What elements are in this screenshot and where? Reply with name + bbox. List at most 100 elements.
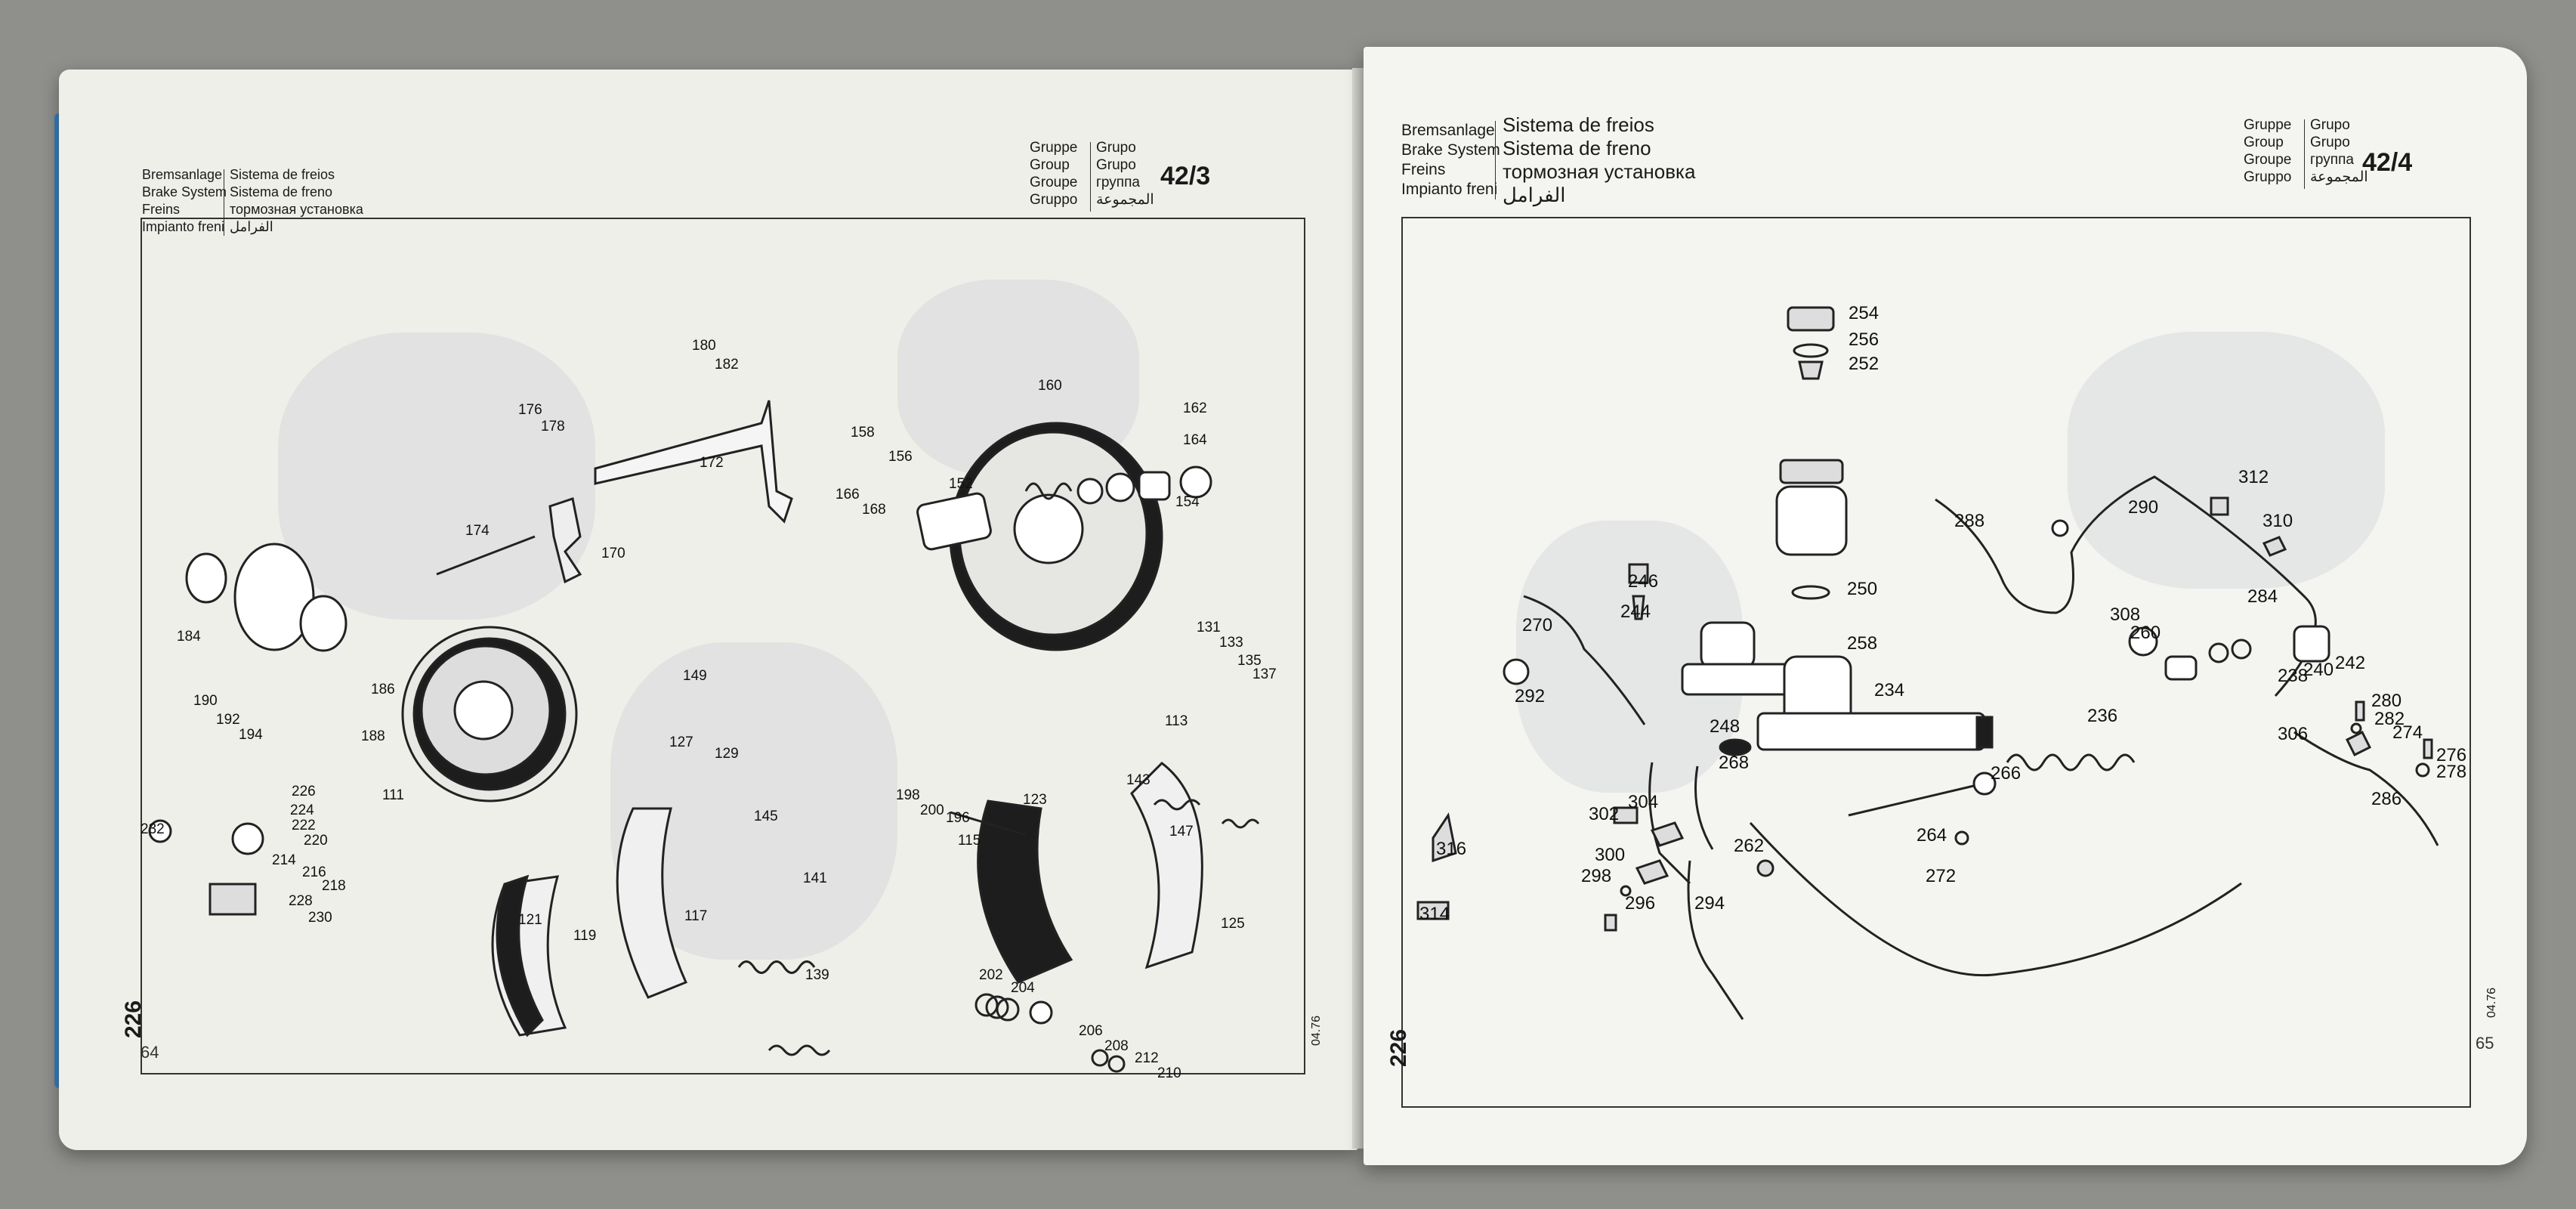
part-number-label: 137 — [1252, 666, 1277, 682]
part-number-label: 129 — [715, 746, 739, 762]
part-number-label: 196 — [946, 810, 970, 826]
part-number-label: 248 — [1710, 716, 1740, 737]
part-number-label: 188 — [361, 728, 385, 744]
part-number-label: 278 — [2436, 762, 2466, 782]
part-number-label: 266 — [1991, 763, 2021, 784]
part-number-label: 268 — [1719, 753, 1749, 773]
part-number-label: 200 — [920, 802, 944, 818]
part-number-label: 308 — [2110, 604, 2140, 625]
part-number-label: 212 — [1135, 1050, 1159, 1066]
part-number-label: 178 — [541, 419, 565, 434]
part-number-label: 186 — [371, 682, 395, 697]
part-number-label: 168 — [862, 502, 886, 518]
part-number-label: 232 — [141, 821, 165, 837]
side-date: 04.76 — [2485, 987, 2498, 1018]
part-number-label: 194 — [239, 727, 263, 743]
group-label: Group — [1030, 157, 1070, 173]
part-number-label: 314 — [1419, 904, 1450, 924]
header-label: Freins — [142, 202, 181, 217]
part-number-label: 156 — [888, 449, 913, 465]
header-translation: Sistema de freios — [1503, 113, 1654, 136]
part-number-label: 127 — [669, 734, 693, 750]
header-translation: Sistema de freno — [230, 184, 333, 199]
group-number: 42/4 — [2362, 148, 2413, 177]
part-number-label: 180 — [692, 338, 716, 354]
left-part-labels: 1801821761781721581561661681521601621641… — [141, 338, 1277, 1081]
part-number-label: 115 — [958, 833, 981, 849]
part-number-label: 302 — [1589, 804, 1619, 824]
part-number-label: 230 — [308, 910, 332, 926]
group-translation: Grupo — [1096, 157, 1136, 173]
part-number-label: 298 — [1581, 866, 1611, 886]
part-number-label: 202 — [979, 967, 1003, 983]
header-label: Freins — [1401, 161, 1446, 178]
part-number-label: 288 — [1954, 511, 1985, 531]
side-date: 04.76 — [1310, 1015, 1323, 1046]
part-number-label: 143 — [1126, 772, 1151, 788]
part-number-label: 292 — [1515, 686, 1545, 707]
part-number-label: 131 — [1197, 620, 1221, 635]
group-number: 42/3 — [1160, 162, 1211, 190]
group-translation: группа — [2310, 152, 2354, 168]
page-number: 65 — [2476, 1034, 2494, 1053]
part-number-label: 135 — [1237, 653, 1262, 669]
part-number-label: 170 — [601, 546, 625, 561]
header-label: Bremsanlage — [1401, 122, 1495, 139]
part-number-label: 119 — [573, 928, 596, 944]
part-number-label: 192 — [216, 712, 240, 728]
part-number-label: 236 — [2087, 706, 2117, 726]
part-number-label: 133 — [1219, 635, 1243, 651]
group-label: Gruppe — [2244, 117, 2292, 133]
part-number-label: 280 — [2371, 691, 2401, 711]
part-number-label: 312 — [2238, 467, 2269, 487]
part-number-label: 304 — [1628, 792, 1658, 812]
part-number-label: 117 — [684, 908, 707, 924]
part-number-label: 190 — [193, 693, 218, 709]
part-number-label: 300 — [1595, 845, 1625, 865]
part-number-label: 204 — [1011, 980, 1035, 996]
right-exploded-diagram — [1416, 306, 2439, 1020]
part-number-label: 310 — [2262, 511, 2293, 531]
part-number-label: 240 — [2303, 660, 2334, 680]
part-number-label: 264 — [1917, 825, 1947, 846]
part-number-label: 286 — [2371, 789, 2401, 809]
part-number-label: 164 — [1183, 432, 1207, 448]
group-label: Groupe — [2244, 152, 2292, 168]
part-number-label: 141 — [803, 870, 827, 886]
part-number-label: 306 — [2278, 724, 2308, 744]
part-number-label: 262 — [1734, 836, 1764, 856]
group-translation: المجموعة — [1096, 192, 1154, 208]
part-number-label: 272 — [1926, 866, 1956, 886]
group-translation: المجموعة — [2310, 169, 2368, 185]
header-translation: الفرامل — [1503, 184, 1566, 206]
part-number-label: 218 — [322, 878, 346, 894]
group-translation: Grupo — [2310, 135, 2350, 150]
part-number-label: 111 — [382, 787, 404, 803]
part-number-label: 210 — [1157, 1065, 1181, 1081]
part-number-label: 123 — [1023, 792, 1047, 808]
group-label: Gruppe — [1030, 140, 1078, 156]
part-number-label: 182 — [715, 357, 739, 373]
part-number-label: 282 — [2374, 709, 2405, 729]
part-number-label: 222 — [292, 818, 316, 833]
part-number-label: 252 — [1849, 354, 1879, 374]
header-translation: الفرامل — [230, 219, 273, 234]
part-number-label: 224 — [290, 802, 314, 818]
part-number-label: 125 — [1221, 916, 1245, 932]
part-number-label: 276 — [2436, 745, 2466, 765]
group-label: Groupe — [1030, 175, 1078, 190]
part-number-label: 234 — [1874, 680, 1904, 700]
part-number-label: 176 — [518, 402, 542, 418]
part-number-label: 166 — [836, 487, 860, 502]
part-number-label: 256 — [1849, 329, 1879, 350]
part-number-label: 172 — [700, 455, 724, 471]
part-number-label: 238 — [2278, 666, 2308, 686]
group-label: Group — [2244, 135, 2284, 150]
part-number-label: 228 — [289, 893, 313, 909]
part-number-label: 214 — [272, 852, 296, 868]
part-number-label: 226 — [292, 784, 316, 799]
part-number-label: 294 — [1694, 893, 1725, 914]
header-label: Impianto freni — [1401, 181, 1498, 198]
part-number-label: 260 — [2130, 623, 2161, 643]
